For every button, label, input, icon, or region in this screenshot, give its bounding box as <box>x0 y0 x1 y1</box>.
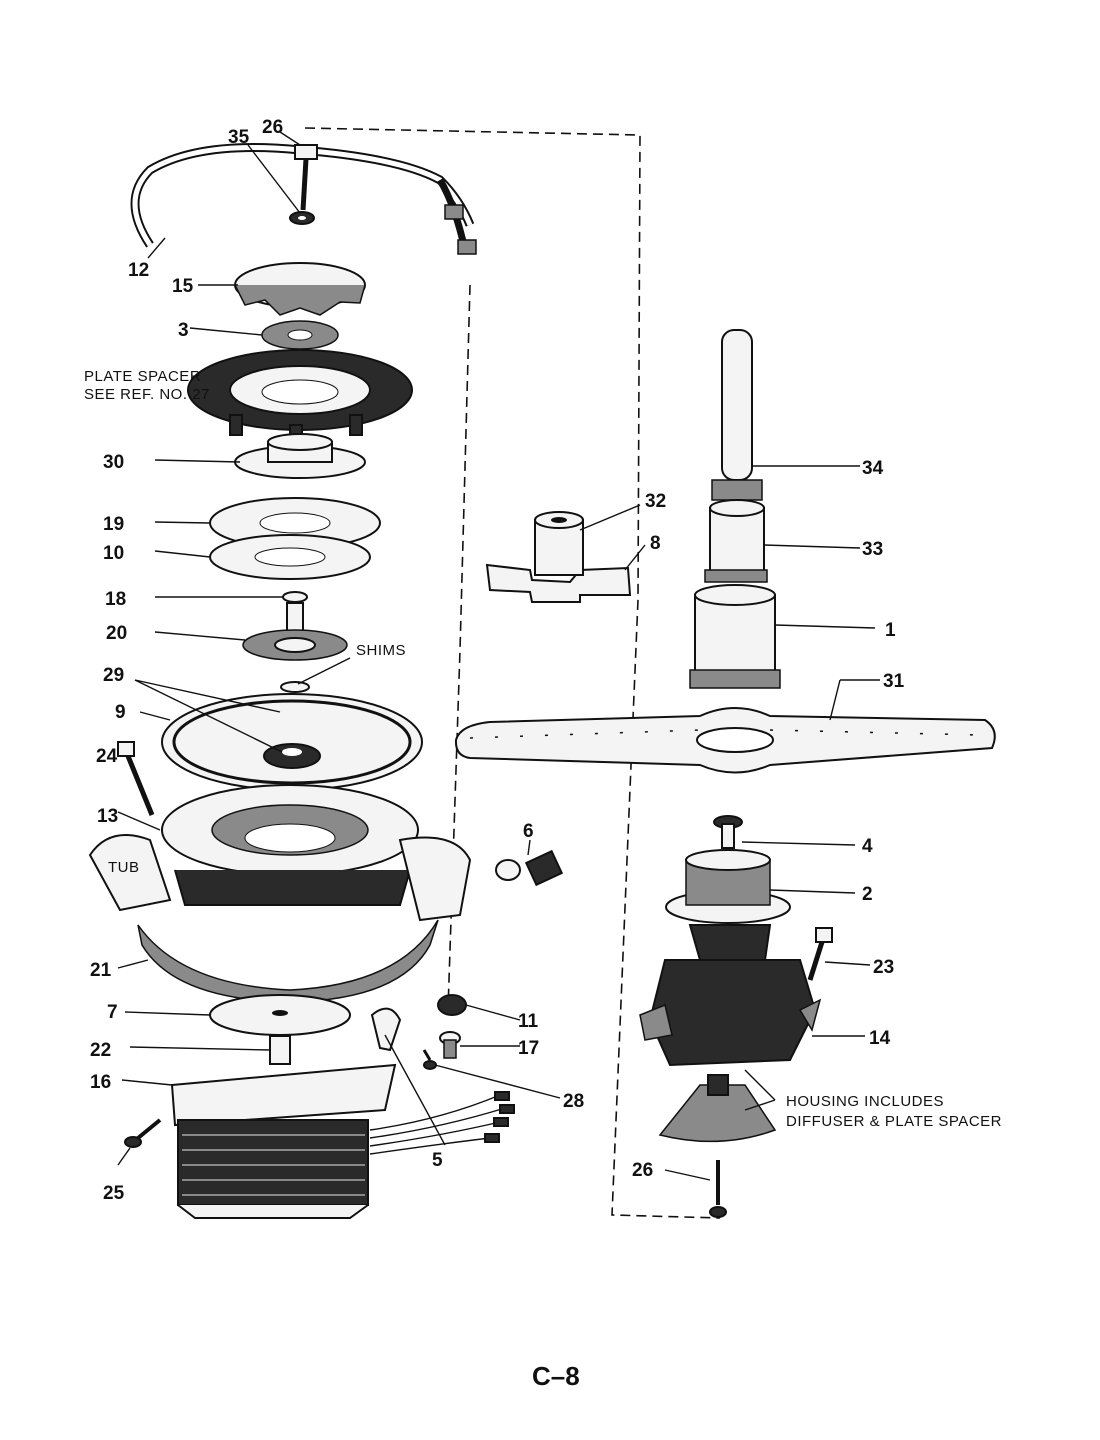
pump-base <box>161 784 419 906</box>
bottom-screw <box>709 1160 727 1218</box>
callout-6: 6 <box>523 821 534 842</box>
callout-32: 32 <box>645 491 666 512</box>
callout-1: 1 <box>885 620 896 641</box>
callout-31: 31 <box>883 671 905 692</box>
callout-29: 29 <box>103 665 124 686</box>
callout-14: 14 <box>869 1028 891 1049</box>
motor-shaft <box>269 1035 291 1065</box>
callout-2: 2 <box>862 884 873 905</box>
pump-housing <box>639 924 822 1067</box>
bolt-right <box>807 927 833 981</box>
motor-wire-leads <box>369 1091 515 1155</box>
callout-11: 11 <box>518 1011 539 1032</box>
callout-4: 4 <box>862 836 873 857</box>
callout-18: 18 <box>105 589 126 610</box>
callout-7: 7 <box>107 1002 118 1023</box>
callout-8: 8 <box>650 533 661 554</box>
strainer <box>658 1074 777 1143</box>
callout-28: 28 <box>563 1091 584 1112</box>
callout-labels: 26 35 12 15 3 30 19 10 18 20 29 9 24 13 … <box>90 117 905 1204</box>
note-plate-spacer-2: SEE REF. NO. 27 <box>84 386 210 403</box>
leader-lines <box>117 131 880 1181</box>
star-washer <box>261 320 339 350</box>
note-housing-1: HOUSING INCLUDES <box>786 1093 944 1110</box>
assembly-guide-line <box>304 127 721 1219</box>
o-ring <box>282 591 308 603</box>
note-tub: TUB <box>108 859 140 876</box>
impeller <box>242 602 348 661</box>
coupling <box>665 849 791 924</box>
callout-26-top: 26 <box>262 117 283 138</box>
callout-10: 10 <box>103 543 124 564</box>
hose-clamp <box>495 849 564 887</box>
callout-19: 19 <box>103 514 124 535</box>
grommet-and-plug <box>437 994 467 1059</box>
lead-screw <box>422 1049 437 1070</box>
callout-13: 13 <box>97 806 118 827</box>
callout-3: 3 <box>178 320 189 341</box>
tub-gasket <box>137 919 439 1003</box>
cap-screw <box>713 815 743 849</box>
tub-section <box>88 834 472 922</box>
callout-15: 15 <box>172 276 194 297</box>
callout-34: 34 <box>862 458 884 479</box>
note-housing-2: DIFFUSER & PLATE SPACER <box>786 1113 1002 1130</box>
callout-5: 5 <box>432 1150 443 1171</box>
motor <box>170 1063 397 1219</box>
bolt-left <box>117 741 155 816</box>
gasket-plates <box>209 497 381 580</box>
note-shims: SHIMS <box>356 642 406 659</box>
callout-22: 22 <box>90 1040 111 1061</box>
spray-arm <box>454 707 996 774</box>
callout-30: 30 <box>103 452 124 473</box>
plate <box>234 262 366 316</box>
note-plate-spacer-1: PLATE SPACER <box>84 368 201 385</box>
callout-12: 12 <box>128 260 149 281</box>
callout-26-bottom: 26 <box>632 1160 653 1181</box>
disc <box>209 994 351 1036</box>
bracket <box>485 511 632 603</box>
callout-35: 35 <box>228 127 250 148</box>
motor-screw <box>124 1118 162 1148</box>
page-number: C–8 <box>532 1361 580 1391</box>
wire-clip <box>370 1007 402 1052</box>
callout-23: 23 <box>873 957 894 978</box>
spray-tower <box>689 329 781 689</box>
callout-21: 21 <box>90 960 112 981</box>
callout-20: 20 <box>106 623 127 644</box>
callout-33: 33 <box>862 539 883 560</box>
diagram-notes: PLATE SPACER SEE REF. NO. 27 SHIMS TUB H… <box>84 368 1002 1130</box>
callout-9: 9 <box>115 702 126 723</box>
callout-24: 24 <box>96 746 118 767</box>
callout-16: 16 <box>90 1072 111 1093</box>
diffuser <box>234 433 366 479</box>
seal-ring <box>161 693 423 791</box>
callout-25: 25 <box>103 1183 125 1204</box>
callout-17: 17 <box>518 1038 539 1059</box>
screw-and-washer <box>289 144 318 225</box>
plate-spacer <box>187 349 413 446</box>
